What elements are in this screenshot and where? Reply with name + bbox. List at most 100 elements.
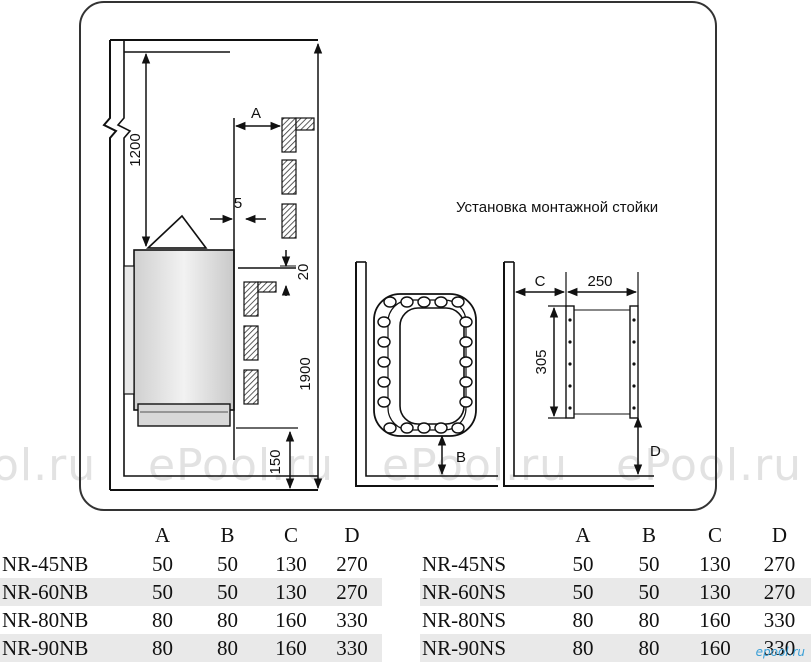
diagram-frame [79,1,717,511]
heater-stones [145,214,208,249]
stone [377,376,391,388]
value-cell: 160 [699,635,731,660]
rack-hole [632,340,636,344]
dim-305-label: 305 [533,349,550,374]
stone [400,296,414,308]
dim-5: 5 [210,195,266,224]
model-cell: NR-90NB [2,635,89,660]
stone [451,296,465,308]
installation-diagram: 1200 A 5 20 [79,1,717,511]
dim-20-label: 20 [295,264,312,281]
value-cell: 50 [217,579,238,604]
stone [417,296,431,308]
heater-side-panel [123,265,135,395]
dim-1900: 1900 [297,42,323,490]
watermark-1: ePool.ru [148,440,335,491]
stone [400,422,414,434]
value-cell: 80 [638,607,660,632]
value-cell: 80 [572,635,594,660]
left-wall-line [102,40,118,490]
value-cell: 80 [217,635,238,660]
column-header: A [550,520,616,550]
model-cell: NR-45NB [2,551,89,576]
stone [377,396,391,408]
value-cell: 50 [217,551,238,576]
watermark-3: ePool.ru [616,440,803,491]
column-header: D [748,520,811,550]
upper-protection-rail [281,117,315,239]
dim-250-label: 250 [587,273,612,290]
stone [459,356,473,368]
value-cell: 130 [699,551,731,576]
stone [434,296,448,308]
dim-1200-label: 1200 [127,133,144,166]
column-header: B [195,520,260,550]
value-cell: 330 [763,607,796,632]
value-cell: 270 [763,551,796,576]
rack-hole [568,318,572,322]
dim-a: A [234,105,282,131]
logo: epool.ru [755,645,805,659]
column-header [420,520,550,550]
value-cell: 50 [572,551,594,576]
stone [383,296,397,308]
value-cell: 330 [336,607,368,632]
rack-hole [632,406,636,410]
model-cell: NR-60NB [2,579,89,604]
stone [459,316,473,328]
column-header: A [130,520,195,550]
dim-5-label: 5 [234,195,242,212]
dim-20: 20 [238,250,312,296]
value-cell: 330 [763,635,796,660]
rack-hole [632,384,636,388]
rack-hole [568,340,572,344]
dim-150-label: 150 [267,449,284,474]
dim-c-label: C [535,273,546,290]
model-cell: NR-80NB [2,607,89,632]
heater [123,214,235,427]
value-cell: 160 [699,607,731,632]
value-cell: 50 [152,579,173,604]
dim-a-label: A [251,105,261,122]
stone [383,422,397,434]
heater-stones-front [377,296,473,434]
column-header [0,520,130,550]
heater-body [133,249,235,411]
dim-b-label: B [456,449,466,466]
rack-hole [632,318,636,322]
value-cell: 160 [275,607,307,632]
column-header: C [682,520,748,550]
stone [377,356,391,368]
rack-post-left [565,305,575,419]
value-cell: 130 [275,551,307,576]
model-cell: NR-45NS [422,551,507,576]
lower-protection-rail [243,281,277,405]
heater-base [137,403,231,427]
side-view [102,39,318,491]
value-cell: 270 [336,551,368,576]
rack-post-right [629,305,639,419]
value-cell: 130 [699,579,731,604]
value-cell: 270 [336,579,368,604]
value-cell: 50 [638,579,660,604]
stone [459,396,473,408]
front-view: B [355,261,498,487]
mounting-rack-caption: Установка монтажной стойки [456,199,658,216]
heater-stone-ring-inner [399,307,465,425]
value-cell: 80 [572,607,594,632]
value-cell: 330 [336,635,368,660]
value-cell: 80 [152,607,173,632]
dim-1200: 1200 [127,52,151,248]
rack-hole [568,384,572,388]
dim-150: 150 [236,427,298,490]
